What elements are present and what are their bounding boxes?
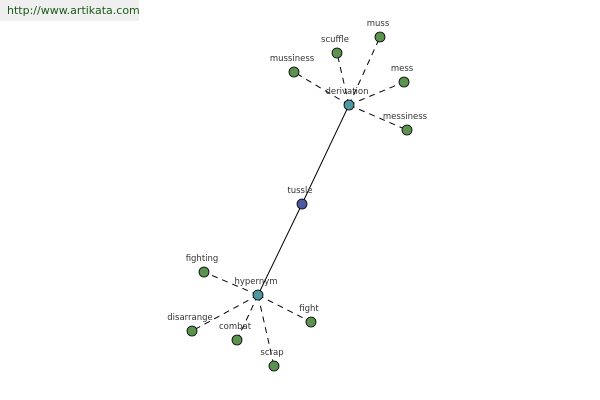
graph-labels: tussle derivation muss scuffle mussiness mess…	[167, 19, 427, 358]
label-mussiness[interactable]: mussiness	[270, 54, 315, 64]
edge-hypernym-scrap	[257, 294, 275, 367]
node-mess[interactable]	[398, 76, 410, 88]
edge-derivation-scuffle	[336, 52, 350, 106]
node-fighting[interactable]	[198, 266, 210, 278]
label-scrap[interactable]: scrap	[260, 348, 283, 358]
node-derivation[interactable]	[343, 99, 355, 111]
label-hypernym[interactable]: hypernym	[234, 277, 277, 287]
label-scuffle[interactable]: scuffle	[321, 35, 349, 45]
edge-tussle-derivation	[301, 104, 350, 205]
label-tussle[interactable]: tussle	[287, 186, 312, 196]
label-fighting[interactable]: fighting	[186, 254, 219, 264]
label-muss[interactable]: muss	[367, 19, 390, 29]
edge-hypernym-disarrange	[191, 294, 259, 332]
node-combat[interactable]	[231, 334, 243, 346]
edge-hypernym-combat	[236, 294, 259, 341]
node-messiness[interactable]	[401, 124, 413, 136]
edge-tussle-hypernym	[257, 203, 303, 296]
edge-hypernym-fight	[257, 294, 312, 323]
label-combat[interactable]: combat	[219, 322, 252, 332]
graph-edges	[191, 36, 408, 367]
site-link[interactable]: http://www.artikata.com	[0, 0, 139, 21]
label-mess[interactable]: mess	[391, 64, 414, 74]
node-mussiness[interactable]	[288, 66, 300, 78]
graph-nodes	[186, 31, 413, 372]
label-derivation[interactable]: derivation	[325, 87, 368, 97]
label-fight[interactable]: fight	[299, 304, 319, 314]
node-tussle[interactable]	[296, 198, 308, 210]
label-messiness[interactable]: messiness	[383, 112, 428, 122]
edge-hypernym-fighting	[203, 271, 259, 296]
edge-derivation-muss	[348, 36, 381, 106]
node-disarrange[interactable]	[186, 325, 198, 337]
node-fight[interactable]	[305, 316, 317, 328]
edge-derivation-mess	[348, 81, 405, 106]
node-scuffle[interactable]	[331, 47, 343, 59]
node-scrap[interactable]	[268, 360, 280, 372]
label-disarrange[interactable]: disarrange	[167, 313, 212, 323]
node-hypernym[interactable]	[252, 289, 264, 301]
node-muss[interactable]	[374, 31, 386, 43]
